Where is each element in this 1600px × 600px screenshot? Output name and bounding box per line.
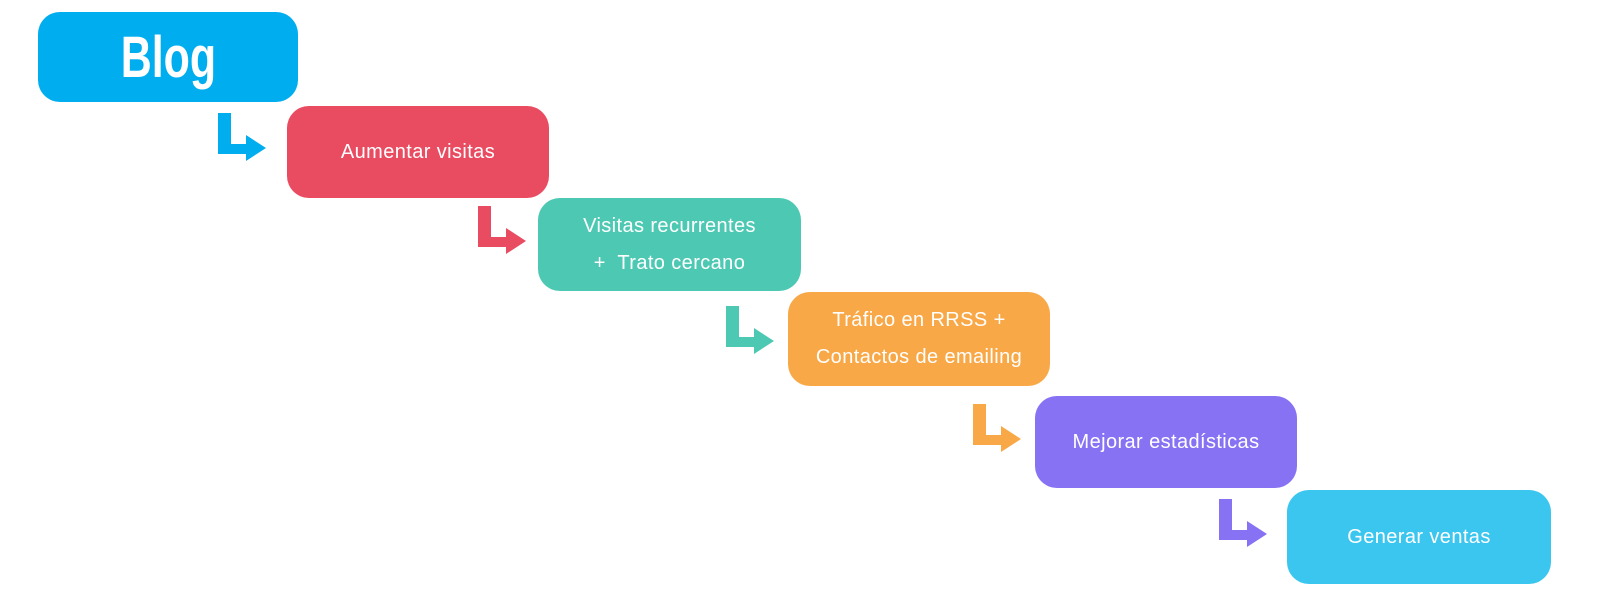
step-box-mejorar-estadisticas: Mejorar estadísticas [1035, 396, 1297, 488]
step-box-trafico-rrss: Tráfico en RRSS + Contactos de emailing [788, 292, 1050, 386]
step-box-blog: Blog [38, 12, 298, 102]
step-label-line1: Visitas recurrentes [583, 214, 756, 237]
step-label-line1: Tráfico en RRSS + [832, 309, 1006, 331]
elbow-down-right-arrow-icon [478, 206, 527, 254]
step-label: Generar ventas [1347, 525, 1491, 548]
step-box-generar-ventas: Generar ventas [1287, 490, 1551, 584]
step-box-aumentar-visitas: Aumentar visitas [287, 106, 549, 198]
step-label: Aumentar visitas [340, 140, 496, 163]
step-box-visitas-recurrentes: Visitas recurrentes + Trato cercano [538, 198, 801, 291]
elbow-down-right-arrow-icon [973, 404, 1022, 452]
step-label-line2: Contactos de emailing [815, 346, 1023, 368]
elbow-down-right-arrow-icon [1219, 499, 1268, 547]
step-label: Mejorar estadísticas [1072, 430, 1260, 453]
elbow-down-right-arrow-icon [726, 306, 775, 354]
step-label-line2: + Trato cercano [593, 251, 746, 274]
step-label: Blog [120, 24, 216, 90]
elbow-down-right-arrow-icon [218, 113, 267, 161]
